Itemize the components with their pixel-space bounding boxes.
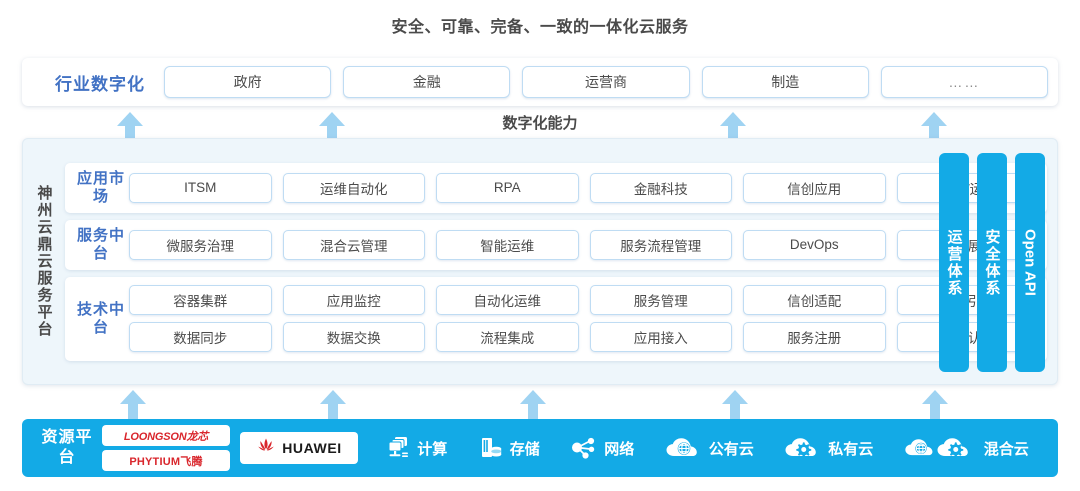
industry-item-list: 政府 金融 运营商 制造 …… <box>164 66 1049 98</box>
hybrid-cloud-gear-icon <box>936 435 974 461</box>
layer-row-app-market: 应用市场 ITSM 运维自动化 RPA 金融科技 信创应用 运维/运营 <box>65 162 1047 213</box>
private-cloud-icon <box>784 435 822 461</box>
cell-service-process-mgmt[interactable]: 服务流程管理 <box>589 229 732 260</box>
layer-label-service-midend: 服务中台 <box>76 226 125 262</box>
cell-xinchuang-adaptation[interactable]: 信创适配 <box>743 285 886 315</box>
upward-arrow-icon <box>120 390 146 420</box>
industry-item-manufacturing[interactable]: 制造 <box>701 66 869 98</box>
upward-arrow-icon <box>722 390 748 420</box>
platform-vertical-label: 神州云鼎云服务平台 <box>35 185 53 338</box>
upward-arrow-icon <box>319 112 345 142</box>
side-vertical-bars: 运营体系 安全体系 Open API <box>939 153 1045 372</box>
cloud-service-platform-panel: 神州云鼎云服务平台 应用市场 ITSM 运维自动化 RPA 金融科技 信创应用 … <box>22 138 1058 385</box>
upward-arrow-icon <box>922 390 948 420</box>
layer-row-service-midend: 服务中台 微服务治理 混合云管理 智能运维 服务流程管理 DevOps 大屏展示 <box>65 219 1047 270</box>
industry-item-government[interactable]: 政府 <box>164 66 332 98</box>
cell-microservice-governance[interactable]: 微服务治理 <box>129 229 272 260</box>
resource-platform-band: 资源平台 LOONGSON龙芯 PHYTIUM飞腾 HUAWEI <box>22 419 1058 477</box>
loongson-logo: LOONGSON龙芯 <box>102 425 230 446</box>
resource-item-compute[interactable]: 计算 <box>385 435 447 461</box>
huawei-wordmark: HUAWEI <box>282 440 342 456</box>
cell-devops[interactable]: DevOps <box>743 229 886 260</box>
resource-item-storage[interactable]: 存储 <box>478 435 540 461</box>
industry-item-carrier[interactable]: 运营商 <box>522 66 690 98</box>
vbar-security-system[interactable]: 安全体系 <box>977 153 1007 372</box>
resource-item-label: 公有云 <box>708 440 754 458</box>
cell-ops-automation[interactable]: 运维自动化 <box>282 172 425 203</box>
cell-fintech[interactable]: 金融科技 <box>589 172 732 203</box>
storage-icon <box>478 435 504 461</box>
upward-arrow-icon <box>520 390 546 420</box>
huawei-flower-icon <box>256 436 276 461</box>
resource-item-label: 计算 <box>417 440 448 458</box>
hybrid-cloud-icon <box>904 435 938 461</box>
cell-service-mgmt[interactable]: 服务管理 <box>589 285 732 315</box>
capability-title: 数字化能力 <box>502 115 578 132</box>
resource-item-list: 计算 存储 <box>370 435 1044 461</box>
cell-process-integration[interactable]: 流程集成 <box>436 322 579 352</box>
compute-icon <box>385 435 411 461</box>
upward-arrow-icon <box>117 112 143 142</box>
industry-item-finance[interactable]: 金融 <box>343 66 511 98</box>
chip-vendor-logos: LOONGSON龙芯 PHYTIUM飞腾 <box>102 425 230 471</box>
platform-layer-rows: 应用市场 ITSM 运维自动化 RPA 金融科技 信创应用 运维/运营 服务中台… <box>65 139 1057 384</box>
cell-xinchuang-app[interactable]: 信创应用 <box>743 172 886 203</box>
layer-label-app-market: 应用市场 <box>76 169 125 205</box>
cell-automated-ops[interactable]: 自动化运维 <box>436 285 579 315</box>
resource-item-hybrid-cloud[interactable]: 混合云 <box>904 435 1029 461</box>
cell-data-sync[interactable]: 数据同步 <box>129 322 272 352</box>
vbar-open-api[interactable]: Open API <box>1015 153 1045 372</box>
cell-rpa[interactable]: RPA <box>436 172 579 203</box>
resource-item-label: 混合云 <box>983 440 1029 458</box>
page-title: 安全、可靠、完备、一致的一体化云服务 <box>391 19 689 36</box>
resource-item-label: 存储 <box>509 440 540 458</box>
cell-data-exchange[interactable]: 数据交换 <box>282 322 425 352</box>
cell-app-access[interactable]: 应用接入 <box>589 322 732 352</box>
industry-item-more[interactable]: …… <box>880 66 1049 98</box>
public-cloud-icon <box>665 435 703 461</box>
resource-item-network[interactable]: 网络 <box>570 435 634 461</box>
cell-service-registration[interactable]: 服务注册 <box>743 322 886 352</box>
cell-intelligent-ops[interactable]: 智能运维 <box>436 229 579 260</box>
vbar-operation-system[interactable]: 运营体系 <box>939 153 969 372</box>
upward-arrow-icon <box>921 112 947 142</box>
upward-arrow-icon <box>720 112 746 142</box>
resource-band-label: 资源平台 <box>41 429 93 466</box>
upward-arrow-icon <box>320 390 346 420</box>
cell-app-monitoring[interactable]: 应用监控 <box>282 285 425 315</box>
cell-itsm[interactable]: ITSM <box>129 172 272 203</box>
resource-item-label: 网络 <box>604 440 635 458</box>
cell-container-cluster[interactable]: 容器集群 <box>129 285 272 315</box>
phytium-logo: PHYTIUM飞腾 <box>102 450 230 471</box>
cell-hybrid-cloud-mgmt[interactable]: 混合云管理 <box>282 229 425 260</box>
resource-item-label: 私有云 <box>828 440 874 458</box>
resource-item-public-cloud[interactable]: 公有云 <box>665 435 754 461</box>
huawei-logo: HUAWEI <box>240 432 358 464</box>
layer-row-tech-midend: 技术中台 容器集群 应用监控 自动化运维 服务管理 信创适配 流程引擎 数据同步… <box>65 276 1047 361</box>
industry-band-label: 行业数字化 <box>55 74 145 94</box>
layer-label-tech-midend: 技术中台 <box>76 300 125 336</box>
resource-item-private-cloud[interactable]: 私有云 <box>784 435 873 461</box>
network-icon <box>570 435 598 461</box>
industry-digitalization-band: 行业数字化 政府 金融 运营商 制造 …… <box>22 58 1058 106</box>
